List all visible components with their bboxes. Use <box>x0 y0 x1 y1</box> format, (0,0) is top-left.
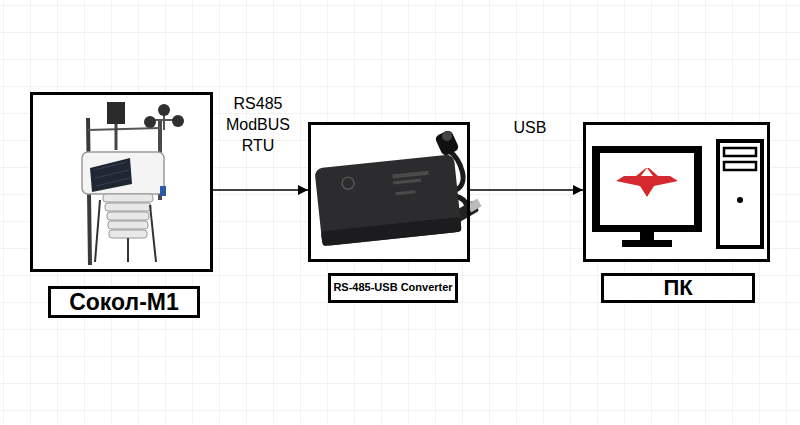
signal-arrow <box>470 189 583 191</box>
computer-illustration-part <box>718 141 762 247</box>
weather-station-part <box>160 186 166 196</box>
converter-device-part-part <box>341 177 354 190</box>
signal-arrow <box>213 189 308 191</box>
computer-illustration-part <box>640 232 654 241</box>
converter-device-part-part <box>392 171 428 179</box>
device-box: RS-485-USB Converter <box>308 122 470 262</box>
weather-station-part <box>150 205 156 262</box>
device-box: ПК <box>583 122 770 262</box>
device-label: ПК <box>601 273 755 303</box>
computer-illustration-part <box>616 168 678 197</box>
box-fill <box>31 93 212 271</box>
weather-station-part <box>109 230 147 238</box>
computer-illustration-part <box>641 168 653 176</box>
device-label: Сокол-М1 <box>48 286 200 318</box>
converter-device <box>314 129 481 246</box>
computer-illustration-part <box>592 146 702 232</box>
weather-station-part <box>108 221 148 229</box>
converter-device-part-part <box>314 154 461 246</box>
converter-device-part <box>434 129 460 157</box>
weather-station-part <box>103 194 153 202</box>
signal-label: RS485 ModBUS RTU <box>213 93 303 156</box>
converter-device-part-part <box>321 217 462 247</box>
computer-illustration-part <box>737 197 743 203</box>
weather-station-part <box>95 200 100 262</box>
device-box: Сокол-М1 <box>30 92 213 272</box>
converter-device-part <box>314 154 461 246</box>
computer-illustration-part <box>600 153 694 225</box>
weather-station-part <box>158 104 170 116</box>
weather-station-part <box>172 115 184 127</box>
weather-station-part <box>107 102 125 124</box>
weather-station-part <box>115 124 118 150</box>
weather-station-part <box>105 203 151 211</box>
weather-station <box>82 102 184 265</box>
converter-device-part-part <box>395 190 415 195</box>
weather-station-part <box>88 128 160 130</box>
converter-device-part-part <box>393 179 421 185</box>
weather-station-part <box>107 212 149 220</box>
weather-station-part <box>144 116 156 128</box>
converter-device-part <box>442 131 452 141</box>
box-fill <box>584 123 769 261</box>
computer-illustration-part <box>724 162 756 170</box>
weather-station-part <box>82 152 164 194</box>
weather-station-part <box>90 158 132 192</box>
computer-illustration-part <box>724 148 756 156</box>
box-fill <box>309 123 469 261</box>
weather-station-part <box>127 238 129 262</box>
signal-label: USB <box>490 117 570 138</box>
computer-illustration-part <box>622 240 672 247</box>
computer-illustration <box>592 141 762 247</box>
device-label: RS-485-USB Converter <box>328 273 458 303</box>
weather-station-part <box>94 162 130 186</box>
